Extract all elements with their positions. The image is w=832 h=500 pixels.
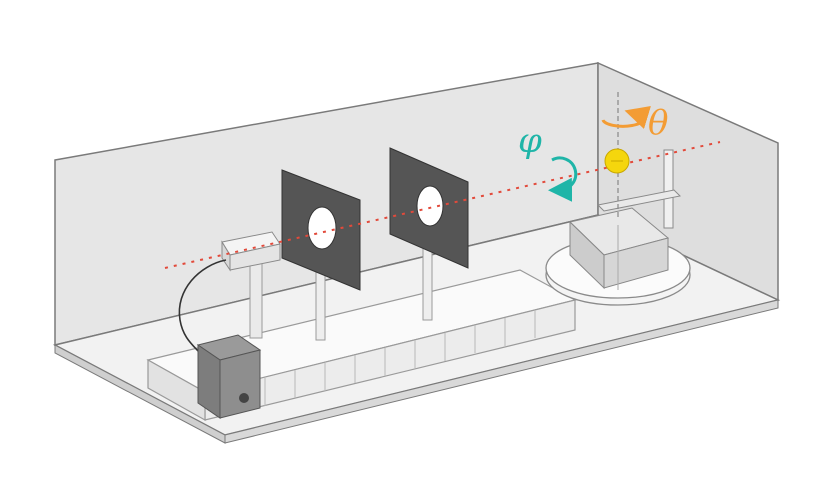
theta-rotation-arrow — [601, 106, 651, 129]
detector-box — [196, 334, 262, 419]
laser-source — [221, 231, 281, 339]
phi-rotation-arrow — [548, 156, 578, 202]
sample-holder — [596, 92, 682, 229]
rotation-stage — [545, 207, 691, 306]
theta-label: θ — [648, 103, 668, 143]
aperture-screen-1 — [281, 169, 361, 341]
enclosure-floor-edge-right — [224, 299, 779, 444]
phi-label: φ — [518, 121, 542, 161]
